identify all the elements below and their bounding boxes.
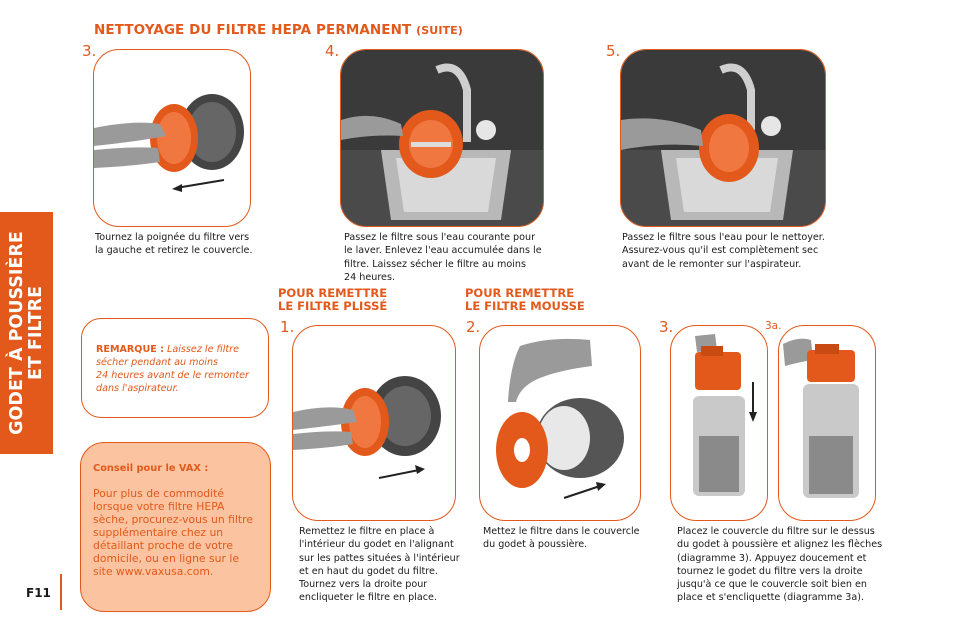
tip-text: Pour plus de commodité lorsque votre fil… <box>93 487 254 578</box>
pleated-step-number: 1. <box>280 318 295 336</box>
lid-caption: Placez le couvercle du filtre sur le des… <box>677 526 883 604</box>
lid-sub-number: 3a. <box>765 320 782 332</box>
pleated-heading: POUR REMETTRE LE FILTRE PLISSÉ <box>278 286 388 313</box>
step-3-number: 3. <box>82 42 97 60</box>
pleated-illustration <box>292 325 456 521</box>
foam-illustration <box>479 325 641 521</box>
step-4-illustration <box>340 49 544 227</box>
sidebar-line-2: ET FILTRE <box>25 285 46 381</box>
note-box: REMARQUE : Laissez le filtre sécher pend… <box>81 318 269 418</box>
pleated-caption: Remettez le filtre en place à l'intérieu… <box>299 526 460 604</box>
foam-step-number: 2. <box>466 318 481 336</box>
step-3-illustration <box>93 49 251 227</box>
lid-step-number: 3. <box>659 318 674 336</box>
tip-box: Conseil pour le VAX : Pour plus de commo… <box>80 442 271 612</box>
foam-heading: POUR REMETTRE LE FILTRE MOUSSE <box>465 286 585 313</box>
step-5-illustration <box>620 49 826 227</box>
sidebar-line-1: GODET À POUSSIÈRE <box>6 231 27 435</box>
step-5-number: 5. <box>606 42 621 60</box>
lid-3a-illustration <box>778 325 876 521</box>
step-4-number: 4. <box>325 42 340 60</box>
page-number-divider <box>60 574 62 610</box>
lid-illustration <box>670 325 768 521</box>
foam-caption: Mettez le filtre dans le couvercle du go… <box>483 526 640 551</box>
step-5-caption: Passez le filtre sous l'eau pour le nett… <box>622 232 825 270</box>
section-sidebar: GODET À POUSSIÈRE ET FILTRE <box>0 212 53 454</box>
title-text: NETTOYAGE DU FILTRE HEPA PERMANENT <box>94 22 412 38</box>
step-4-caption: Passez le filtre sous l'eau courante pou… <box>344 232 542 283</box>
tip-title: Conseil pour le VAX : <box>93 463 209 474</box>
page-number: F11 <box>26 586 51 600</box>
page-title: NETTOYAGE DU FILTRE HEPA PERMANENT (SUIT… <box>94 22 463 38</box>
note-label: REMARQUE : <box>96 344 164 355</box>
step-3-caption: Tournez la poignée du filtre vers la gau… <box>95 232 253 257</box>
title-suite: (SUITE) <box>416 24 463 37</box>
